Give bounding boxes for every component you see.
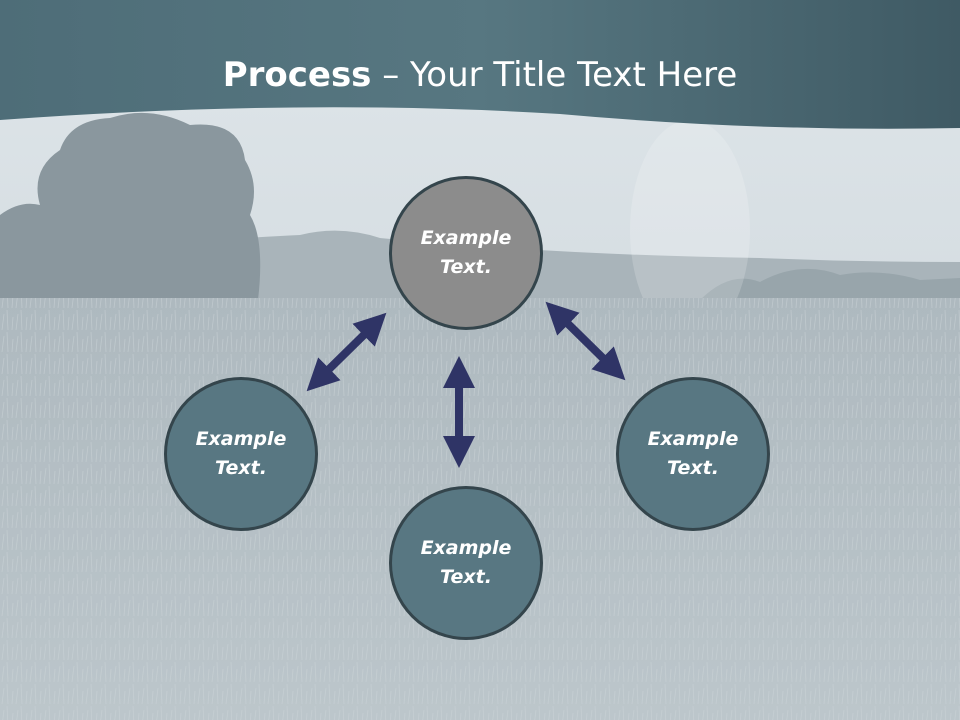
arrow-top-left [306,312,387,392]
node-left-line2: Text. [215,457,267,479]
node-top-line2: Text. [440,256,492,278]
slide-title: Process – Your Title Text Here [0,52,960,98]
title-rest-part: – Your Title Text Here [371,55,738,95]
node-left-line1: Example [195,428,287,450]
node-bottom-line1: Example [420,537,512,559]
node-top-line1: Example [420,227,512,249]
title-bold-part: Process [222,55,372,95]
process-node-top: Example Text. [389,176,543,330]
node-right-line1: Example [647,428,739,450]
process-node-left: Example Text. [164,377,318,531]
process-node-bottom: Example Text. [389,486,543,640]
node-bottom-line2: Text. [440,566,492,588]
node-right-line2: Text. [667,457,719,479]
process-node-right: Example Text. [616,377,770,531]
arrow-top-right [545,301,626,381]
